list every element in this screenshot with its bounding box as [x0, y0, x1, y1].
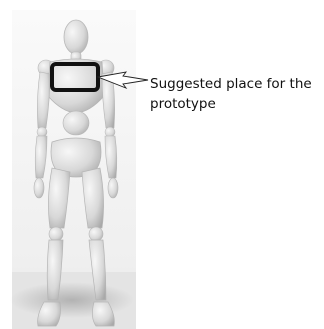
mannequin-head — [64, 20, 88, 54]
left-elbow — [37, 127, 47, 137]
left-knee — [49, 227, 63, 241]
left-hand — [34, 178, 44, 198]
right-knee — [89, 227, 103, 241]
right-elbow — [105, 127, 115, 137]
floor-shadow — [10, 282, 134, 318]
mannequin-abdomen — [63, 111, 89, 135]
annotation-label: Suggested place for the prototype — [150, 74, 322, 114]
right-hand — [108, 178, 118, 198]
